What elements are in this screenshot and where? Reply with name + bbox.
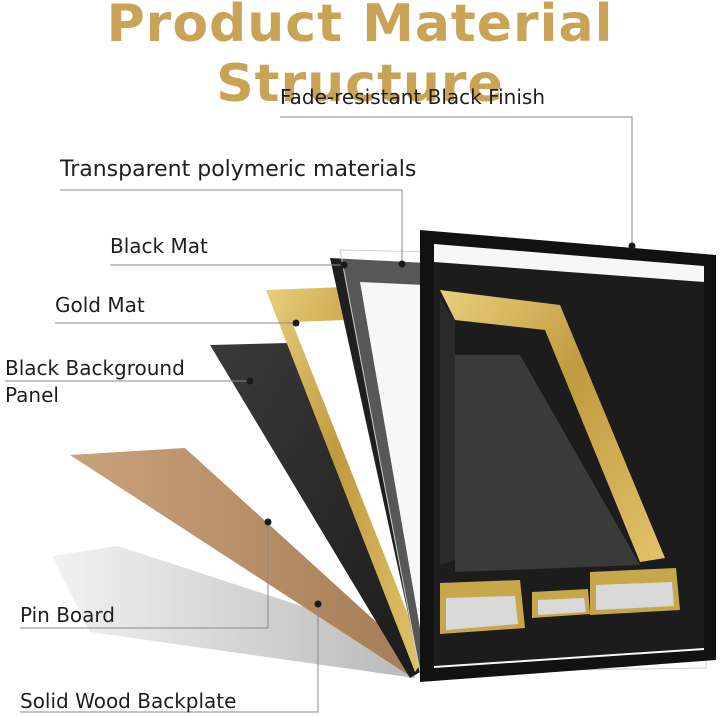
label-black-background-panel-line1: Black Background [5, 355, 185, 381]
label-black-background-panel-line2: Panel [5, 382, 59, 408]
label-gold-mat: Gold Mat [55, 292, 145, 318]
front-frame [420, 230, 716, 682]
glazing-dot [399, 261, 406, 268]
label-transparent-polymeric: Transparent polymeric materials [60, 157, 416, 183]
pin-board-dot [265, 519, 272, 526]
background-panel-dot [247, 378, 254, 385]
finish-dot [629, 243, 636, 250]
black-mat-dot [341, 262, 348, 269]
label-black-mat: Black Mat [110, 233, 208, 259]
backplate-dot [315, 601, 322, 608]
label-solid-wood-backplate: Solid Wood Backplate [20, 688, 236, 714]
label-pin-board: Pin Board [20, 602, 115, 628]
gold-mat-dot [293, 320, 300, 327]
label-fade-resistant-finish: Fade-resistant Black Finish [280, 84, 545, 110]
